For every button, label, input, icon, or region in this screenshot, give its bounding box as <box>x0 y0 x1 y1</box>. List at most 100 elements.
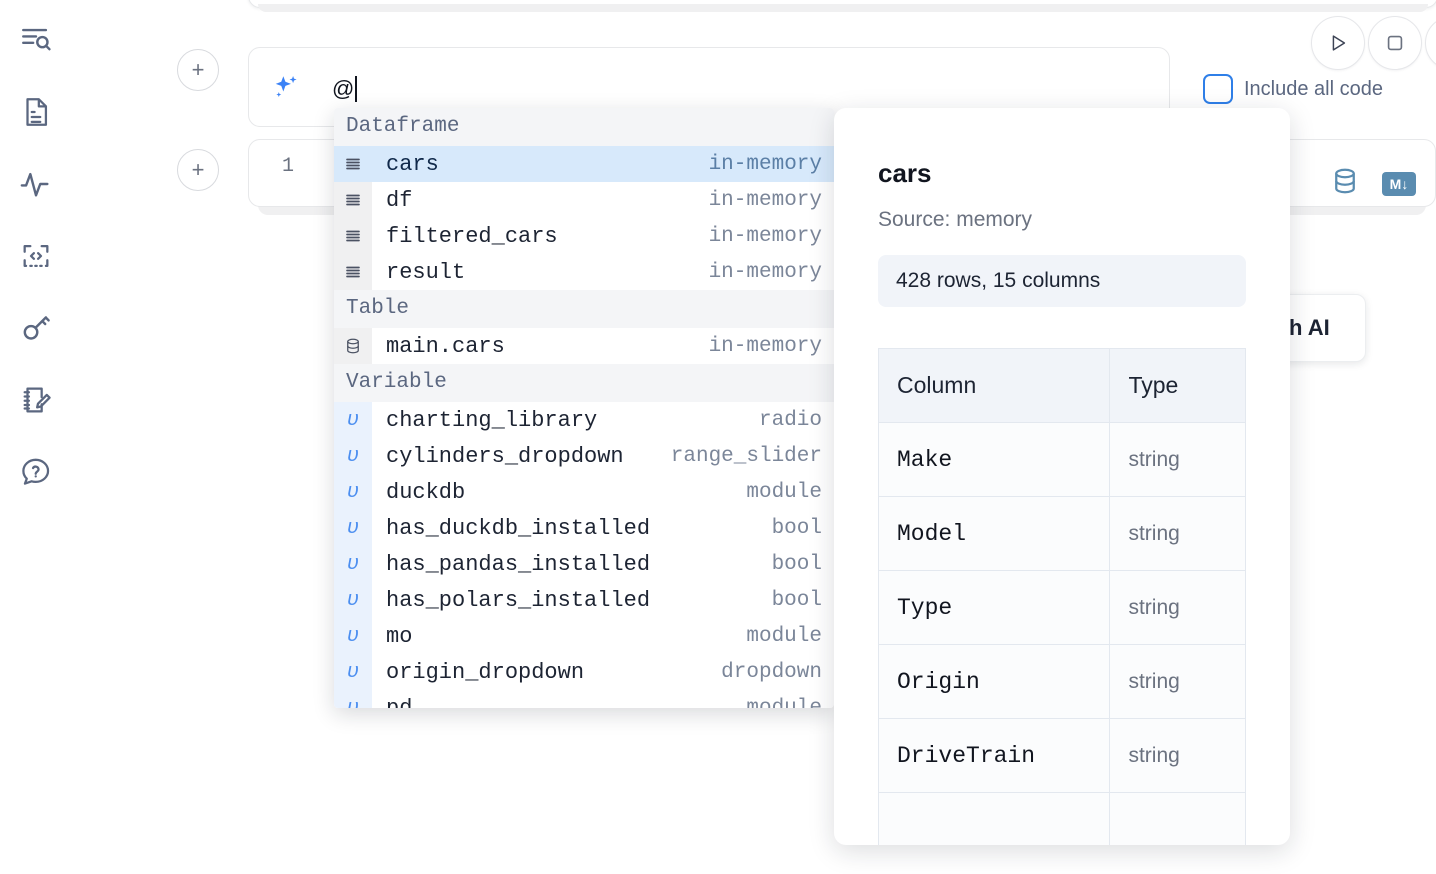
autocomplete-item[interactable]: υ has_duckdb_installed bool <box>334 510 834 546</box>
autocomplete-item-type: bool <box>771 552 822 576</box>
autocomplete-item-name: charting_library <box>386 407 598 433</box>
variable-icon: υ <box>334 654 372 690</box>
file-icon[interactable] <box>14 90 58 134</box>
schema-column-name: Type <box>877 570 1111 645</box>
add-cell-button-bottom[interactable]: + <box>177 149 219 191</box>
autocomplete-item-type: radio <box>758 408 822 432</box>
schema-column-type: string <box>1109 718 1246 793</box>
autocomplete-item-type: range_slider <box>670 444 822 468</box>
include-all-code-toggle[interactable]: Include all code <box>1203 74 1383 104</box>
autocomplete-item-type: dropdown <box>721 660 822 684</box>
autocomplete-item-name: has_duckdb_installed <box>386 515 651 541</box>
autocomplete-item-type: bool <box>771 516 822 540</box>
run-button[interactable] <box>1311 16 1365 70</box>
schema-column-name: DriveTrain <box>877 718 1111 793</box>
outline-search-icon[interactable] <box>14 18 58 62</box>
variable-icon: υ <box>334 474 372 510</box>
header-column: Column <box>877 348 1111 423</box>
autocomplete-item-name: result <box>386 259 466 285</box>
add-cell-button-top[interactable]: + <box>177 49 219 91</box>
key-icon[interactable] <box>14 306 58 350</box>
generate-with-ai-chip[interactable]: h AI <box>1278 294 1366 362</box>
scratchpad-icon[interactable] <box>14 378 58 422</box>
autocomplete-item-name: cars <box>386 151 439 177</box>
info-shape-badge: 428 rows, 15 columns <box>878 255 1246 307</box>
ai-prompt-input[interactable]: @ <box>332 70 358 108</box>
variable-icon: υ <box>334 618 372 654</box>
include-all-code-checkbox[interactable] <box>1203 74 1233 104</box>
schema-column-type: string <box>1109 422 1246 497</box>
stop-button[interactable] <box>1368 16 1422 70</box>
schema-column-type <box>1109 792 1246 845</box>
autocomplete-item[interactable]: main.cars in-memory <box>334 328 834 364</box>
autocomplete-item[interactable]: υ charting_library radio <box>334 402 834 438</box>
info-source: Source: memory <box>878 208 1033 231</box>
variable-icon: υ <box>334 690 372 708</box>
schema-column-name: Origin <box>877 644 1111 719</box>
help-chat-icon[interactable] <box>14 450 58 494</box>
autocomplete-item-name: cylinders_dropdown <box>386 443 624 469</box>
autocomplete-item-type: in-memory <box>708 224 822 248</box>
include-all-code-label: Include all code <box>1244 77 1383 100</box>
autocomplete-item-type: module <box>746 624 822 648</box>
dataframe-icon <box>334 146 372 182</box>
line-number: 1 <box>281 155 294 178</box>
dataframe-icon <box>334 182 372 218</box>
cell-action-icons: M↓ <box>1330 166 1416 201</box>
autocomplete-item[interactable]: υ origin_dropdown dropdown <box>334 654 834 690</box>
schema-column-type: string <box>1109 496 1246 571</box>
sidebar-rail <box>0 0 72 874</box>
schema-column-name: Model <box>877 496 1111 571</box>
ai-prompt-value: @ <box>332 76 355 101</box>
markdown-icon[interactable]: M↓ <box>1382 171 1416 196</box>
sparkle-icon <box>268 70 304 106</box>
database-icon[interactable] <box>1330 166 1360 201</box>
autocomplete-item-name: duckdb <box>386 479 466 505</box>
autocomplete-item[interactable]: filtered_cars in-memory <box>334 218 834 254</box>
autocomplete-item-name: mo <box>386 623 413 649</box>
schema-column-name <box>877 792 1111 845</box>
table-header-row: Column Type <box>877 348 1246 423</box>
variable-icon: υ <box>334 510 372 546</box>
variable-icon: υ <box>334 582 372 618</box>
overflow-button[interactable] <box>1425 16 1436 70</box>
activity-icon[interactable] <box>14 162 58 206</box>
variable-icon: υ <box>334 546 372 582</box>
code-brackets-icon[interactable] <box>14 234 58 278</box>
dataframe-icon <box>334 254 372 290</box>
dataframe-info-panel: cars Source: memory 428 rows, 15 columns… <box>834 108 1290 845</box>
autocomplete-item-name: filtered_cars <box>386 223 558 249</box>
info-title: cars <box>878 158 932 188</box>
autocomplete-item-name: pd <box>386 695 413 709</box>
autocomplete-item-type: in-memory <box>708 188 822 212</box>
cell-above-shadow <box>258 4 1428 12</box>
schema-column-type: string <box>1109 644 1246 719</box>
autocomplete-item-name: has_polars_installed <box>386 587 651 613</box>
variable-icon: υ <box>334 402 372 438</box>
autocomplete-item-type: in-memory <box>708 334 822 358</box>
autocomplete-item-name: origin_dropdown <box>386 659 585 685</box>
schema-column-name: Make <box>877 422 1111 497</box>
autocomplete-item-name: main.cars <box>386 333 505 359</box>
dataframe-icon <box>334 218 372 254</box>
autocomplete-group-header: Variable <box>334 364 834 402</box>
text-caret <box>355 76 358 102</box>
schema-column-type: string <box>1109 570 1246 645</box>
